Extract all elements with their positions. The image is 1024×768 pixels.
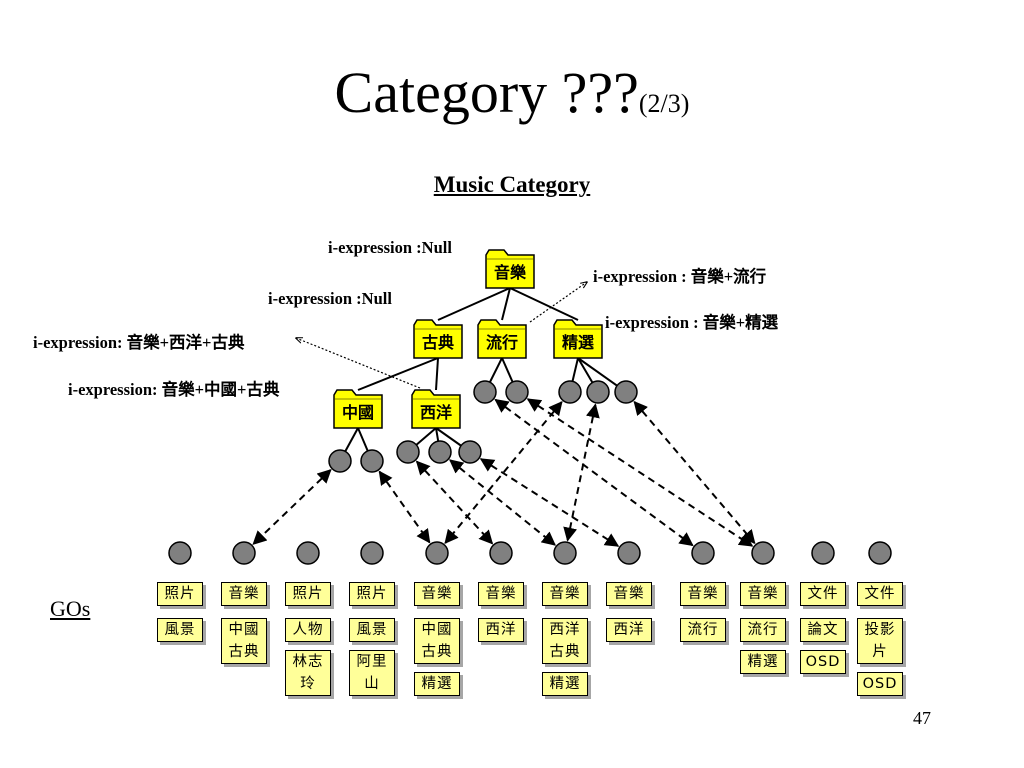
- go-tag: 精選: [740, 650, 786, 674]
- go-tag: 西洋: [478, 618, 524, 642]
- go-tag: 音樂: [740, 582, 786, 606]
- i-expression-western: i-expression: 音樂+西洋+古典: [33, 333, 245, 352]
- diagram-subtitle: Music Category: [0, 172, 1024, 198]
- tree-edge-root-featured: [509, 287, 579, 321]
- go-tag: 音樂: [414, 582, 460, 606]
- folder-icon-pop[interactable]: [477, 319, 527, 359]
- go-node-9: [691, 541, 715, 565]
- folder-icon-featured[interactable]: [553, 319, 603, 359]
- go-node-11: [811, 541, 835, 565]
- go-tag: 精選: [414, 672, 460, 696]
- tree-edge-classical-western: [435, 357, 439, 391]
- go-node-3: [296, 541, 320, 565]
- i-expression-pop: i-expression : 音樂+流行: [593, 267, 767, 286]
- go-tag: 論文: [800, 618, 846, 642]
- go-node-6: [489, 541, 513, 565]
- go-node-8: [617, 541, 641, 565]
- go-tag: 音樂: [542, 582, 588, 606]
- go-link-6: [494, 398, 694, 547]
- tree-node-cn1: [328, 449, 352, 473]
- tree-node-f2: [586, 380, 610, 404]
- folder-label-featured: 精選: [561, 333, 594, 352]
- go-link-7: [526, 398, 754, 547]
- go-tag: 照片: [157, 582, 203, 606]
- go-link-10: [633, 400, 756, 545]
- go-link-2: [378, 470, 431, 544]
- go-node-5: [425, 541, 449, 565]
- slide-title-main: Category ???: [334, 60, 639, 125]
- go-link-1: [252, 469, 332, 545]
- folder-label-classical: 古典: [421, 333, 454, 352]
- tree-edge-root-pop: [501, 287, 511, 321]
- go-tag: 照片: [349, 582, 395, 606]
- slide-title: Category ???(2/3): [0, 64, 1024, 122]
- go-node-2: [232, 541, 256, 565]
- folder-icon-classical[interactable]: [413, 319, 463, 359]
- go-tag: 音樂: [478, 582, 524, 606]
- folder-icon-western[interactable]: [411, 389, 461, 429]
- tree-edge-classical-chinese: [357, 357, 439, 391]
- go-link-8: [444, 400, 563, 545]
- go-tag: 風景: [349, 618, 395, 642]
- folder-label-pop: 流行: [485, 333, 518, 352]
- tree-node-f3: [614, 380, 638, 404]
- i-expression-featured: i-expression : 音樂+精選: [605, 313, 779, 332]
- go-node-4: [360, 541, 384, 565]
- tree-node-p2: [505, 380, 529, 404]
- i-expression-root: i-expression :Null: [328, 238, 452, 257]
- go-tag: 中國古典: [414, 618, 460, 664]
- tree-node-f1: [558, 380, 582, 404]
- tree-edge-root-classical: [437, 287, 511, 321]
- folder-label-root: 音樂: [493, 263, 526, 282]
- go-tag: 西洋古典: [542, 618, 588, 664]
- go-node-1: [168, 541, 192, 565]
- i-expression-chinese: i-expression: 音樂+中國+古典: [68, 380, 280, 399]
- go-tag: 林志玲: [285, 650, 331, 696]
- go-tag: 西洋: [606, 618, 652, 642]
- diagram-subtitle-text: Music Category: [433, 172, 591, 197]
- go-tag: OSD: [857, 672, 903, 696]
- go-tag: 流行: [740, 618, 786, 642]
- gos-label: GOs: [50, 596, 91, 621]
- folder-icon-root[interactable]: [485, 249, 535, 289]
- folder-icon-chinese[interactable]: [333, 389, 383, 429]
- folder-label-western: 西洋: [419, 403, 452, 422]
- go-tag: 阿里山: [349, 650, 395, 696]
- go-node-7: [553, 541, 577, 565]
- go-tag: OSD: [800, 650, 846, 674]
- go-node-10: [751, 541, 775, 565]
- go-tag: 文件: [857, 582, 903, 606]
- tree-node-cn2: [360, 449, 384, 473]
- go-tag: 流行: [680, 618, 726, 642]
- go-tag: 投影片: [857, 618, 903, 664]
- go-tag: 中國古典: [221, 618, 267, 664]
- page-number: 47: [913, 708, 931, 728]
- go-link-9: [563, 403, 600, 542]
- go-tag: 風景: [157, 618, 203, 642]
- i-expression-classical: i-expression :Null: [268, 289, 392, 308]
- slide-title-sub: (2/3): [638, 89, 690, 118]
- go-tag: 照片: [285, 582, 331, 606]
- tree-node-w3: [458, 440, 482, 464]
- go-tag: 音樂: [680, 582, 726, 606]
- go-tag: 人物: [285, 618, 331, 642]
- go-link-3: [415, 460, 494, 545]
- tree-node-p1: [473, 380, 497, 404]
- go-node-12: [868, 541, 892, 565]
- go-tag: 音樂: [221, 582, 267, 606]
- go-tag: 音樂: [606, 582, 652, 606]
- go-tag: 精選: [542, 672, 588, 696]
- folder-label-chinese: 中國: [341, 403, 374, 422]
- go-tag: 文件: [800, 582, 846, 606]
- tree-node-w1: [396, 440, 420, 464]
- pointer-western-expression: [296, 338, 421, 389]
- tree-node-w2: [428, 440, 452, 464]
